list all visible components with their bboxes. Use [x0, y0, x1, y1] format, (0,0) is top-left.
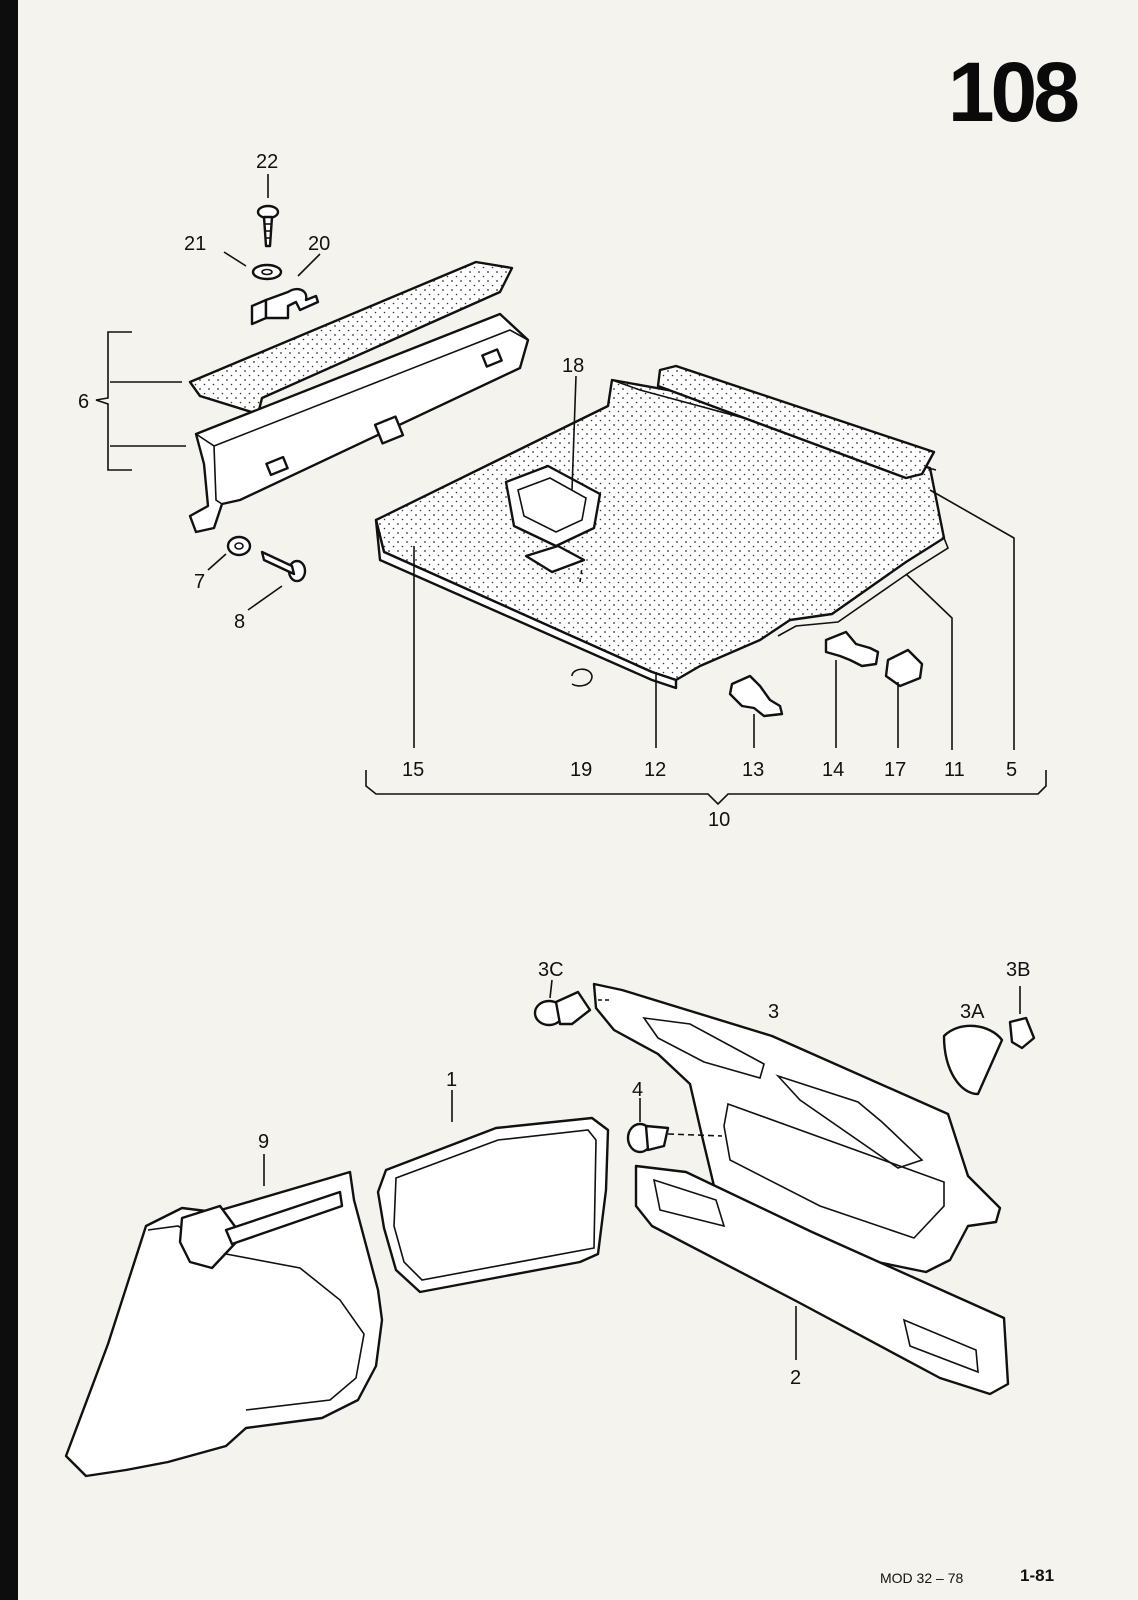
seal-strip-5 — [656, 364, 936, 480]
cover-3A — [942, 1024, 1004, 1096]
parcel-shelf-15 — [374, 378, 949, 690]
trim-panel-1 — [376, 1116, 610, 1294]
clip-14 — [824, 630, 880, 668]
callout-14: 14 — [822, 759, 844, 781]
cap-17 — [884, 648, 924, 688]
callout-13: 13 — [742, 759, 764, 781]
clip-13 — [728, 674, 784, 718]
callout-3C: 3C — [538, 959, 564, 981]
callout-3A: 3A — [960, 1001, 985, 1023]
callout-18: 18 — [562, 355, 584, 377]
callout-22: 22 — [256, 151, 278, 173]
grommet-18 — [504, 464, 602, 574]
rear-panel-trim-3 — [592, 982, 1002, 1274]
callout-1: 1 — [446, 1069, 457, 1091]
callout-8: 8 — [234, 611, 245, 633]
page-number: 108 — [947, 45, 1080, 139]
footer-model: MOD 32 – 78 — [880, 1570, 964, 1586]
trim-panel-9 — [64, 1170, 384, 1478]
callout-9: 9 — [258, 1131, 269, 1153]
callout-6: 6 — [78, 391, 89, 413]
callout-3: 3 — [768, 1001, 779, 1023]
footer-date: 1-81 — [1020, 1566, 1055, 1585]
callout-2: 2 — [790, 1367, 801, 1389]
clip-3C — [533, 990, 592, 1027]
callout-19: 19 — [570, 759, 592, 781]
screw-22 — [256, 204, 280, 248]
screw-8 — [260, 550, 307, 583]
parcel-shelf-side-6 — [188, 260, 530, 534]
clip-3B — [1008, 1016, 1036, 1050]
clip-4 — [626, 1122, 670, 1154]
bracket-20 — [250, 288, 320, 326]
callout-10: 10 — [708, 809, 730, 831]
callout-20: 20 — [308, 233, 330, 255]
callout-21: 21 — [184, 233, 206, 255]
callout-4: 4 — [632, 1079, 643, 1101]
scan-edge-bar — [0, 0, 18, 1600]
trim-strip-2 — [634, 1164, 1010, 1396]
callout-5: 5 — [1006, 759, 1017, 781]
callout-3B: 3B — [1006, 959, 1030, 981]
callout-11: 11 — [944, 759, 965, 781]
clip-19 — [571, 668, 593, 687]
callout-17: 17 — [884, 759, 906, 781]
callout-12: 12 — [644, 759, 666, 781]
washer-7 — [226, 535, 252, 557]
callout-7: 7 — [194, 571, 205, 593]
callout-15: 15 — [402, 759, 424, 781]
washer-21 — [251, 263, 283, 281]
